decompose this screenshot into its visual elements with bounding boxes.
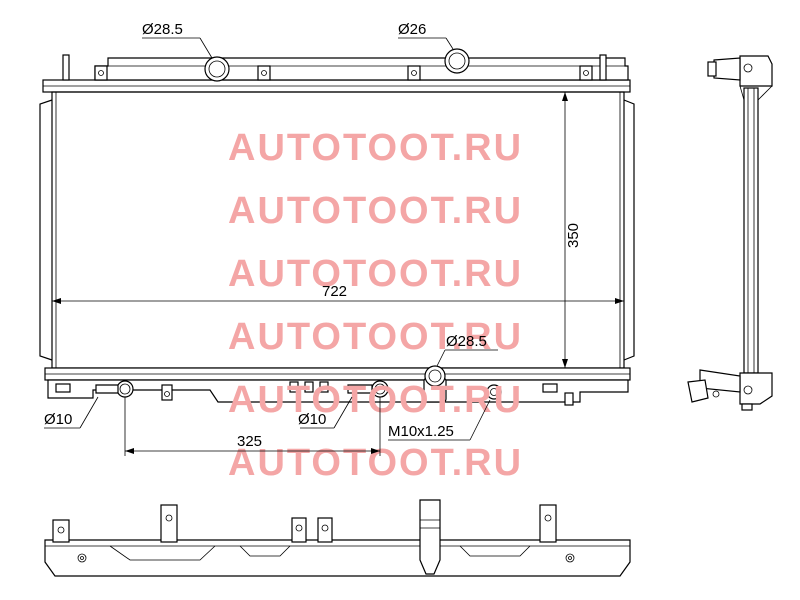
core-height-label: 350 <box>565 223 582 248</box>
drain-thread-label: M10x1.25 <box>388 423 454 440</box>
filler-neck-diameter-label: Ø26 <box>398 21 426 38</box>
watermark-5: AUTOTOOT.RU <box>228 379 523 421</box>
upper-inlet-diameter-label: Ø28.5 <box>142 21 183 38</box>
watermark-layer: AUTOTOOT.RU AUTOTOOT.RU AUTOTOOT.RU AUTO… <box>228 127 523 484</box>
filler-neck <box>444 48 470 74</box>
dimension-lines <box>44 37 624 456</box>
upper-inlet-pipe <box>204 56 230 82</box>
pipe-spacing-label: 325 <box>237 433 262 450</box>
radiator-side-view <box>687 55 773 411</box>
watermark-6: AUTOTOOT.RU <box>228 442 523 484</box>
lower-outlet-diameter-label: Ø28.5 <box>446 333 487 350</box>
lower-outlet-pipe <box>423 365 447 403</box>
drain-plug <box>486 384 502 400</box>
watermark-1: AUTOTOOT.RU <box>228 127 523 169</box>
left-oil-cooler-pipe <box>95 380 134 398</box>
radiator-bottom-view <box>44 499 631 577</box>
watermark-4: AUTOTOOT.RU <box>228 316 523 358</box>
watermark-2: AUTOTOOT.RU <box>228 190 523 232</box>
core-width-label: 722 <box>322 283 347 300</box>
top-tank <box>42 54 631 93</box>
watermark-3: AUTOTOOT.RU <box>228 253 523 295</box>
right-pipe-diameter-label: Ø10 <box>298 411 326 428</box>
left-pipe-diameter-label: Ø10 <box>44 411 72 428</box>
bottom-tank <box>44 367 631 406</box>
dimension-labels: Ø28.5 Ø26 350 722 Ø28.5 Ø10 Ø10 M10x1.25… <box>44 21 582 450</box>
radiator-front-view <box>39 48 635 406</box>
side-plates <box>39 99 635 361</box>
right-oil-cooler-pipe <box>347 380 389 398</box>
